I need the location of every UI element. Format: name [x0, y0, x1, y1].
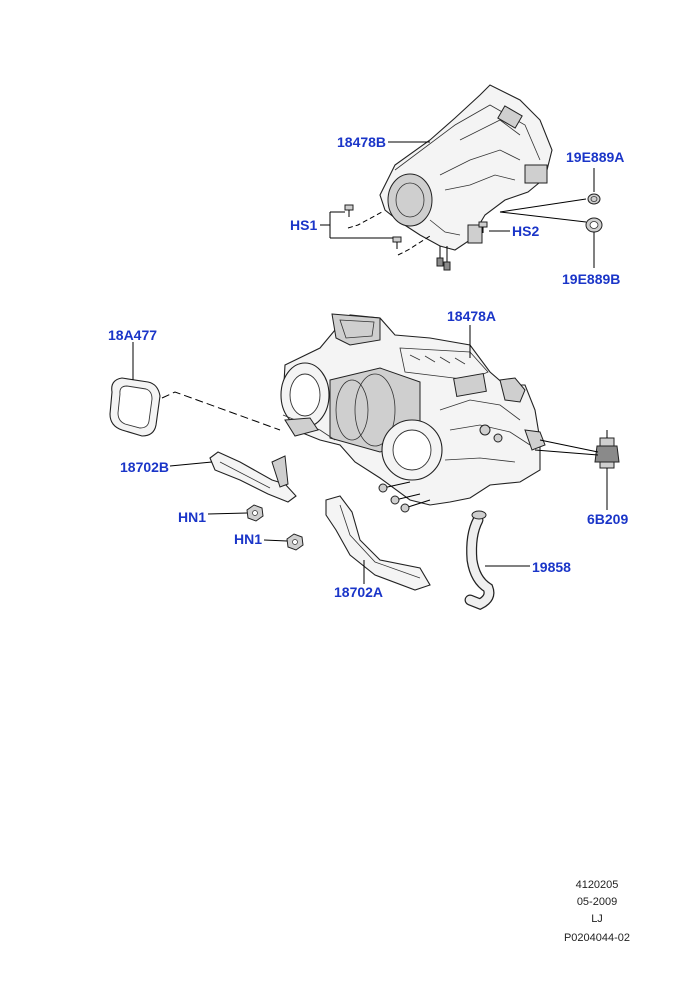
bracket-18702B[interactable]: [209, 451, 297, 503]
nut-HN1-lower[interactable]: [286, 533, 304, 551]
main-heater-housing-18478A[interactable]: [280, 313, 546, 513]
screw-HS1-lower[interactable]: [392, 236, 402, 249]
seal-19E889B[interactable]: [585, 217, 603, 233]
reference-illustration-id: P0204044-02: [563, 932, 631, 944]
upper-heater-housing-18478B[interactable]: [379, 84, 553, 271]
mount-6B209[interactable]: [594, 430, 620, 469]
callout-18A477[interactable]: 18A477: [108, 327, 158, 343]
screw-HS1-upper[interactable]: [344, 204, 354, 217]
hs1-dash-upper: [347, 211, 383, 229]
hs1-dash-lower: [397, 235, 431, 256]
bracket-18702A[interactable]: [325, 495, 431, 591]
callout-18702B[interactable]: 18702B: [120, 459, 170, 475]
callout-18702A[interactable]: 18702A: [334, 584, 384, 600]
coolant-pipes: [378, 481, 431, 513]
leader-lines: [132, 141, 608, 584]
callout-19858[interactable]: 19858: [532, 559, 571, 575]
nut-HN1-upper[interactable]: [246, 504, 264, 522]
hose-19858[interactable]: [464, 510, 495, 611]
seal-18A477[interactable]: [109, 377, 161, 437]
screw-HS2[interactable]: [478, 221, 488, 233]
seal-dash-line: [161, 391, 281, 431]
callout-19E889B[interactable]: 19E889B: [562, 271, 621, 287]
callout-HN1-upper[interactable]: HN1: [178, 509, 207, 525]
reference-number: 4120205: [575, 879, 619, 891]
callout-HN1-lower[interactable]: HN1: [234, 531, 263, 547]
callout-6B209[interactable]: 6B209: [587, 511, 629, 527]
reference-model: LJ: [591, 913, 603, 925]
callout-HS1[interactable]: HS1: [290, 217, 318, 233]
callout-18478A[interactable]: 18478A: [447, 308, 497, 324]
callout-18478B[interactable]: 18478B: [337, 134, 387, 150]
seal-19E889A[interactable]: [587, 193, 601, 205]
callout-19E889A[interactable]: 19E889A: [566, 149, 625, 165]
callout-HS2[interactable]: HS2: [512, 223, 540, 239]
reference-date: 05-2009: [576, 896, 618, 908]
